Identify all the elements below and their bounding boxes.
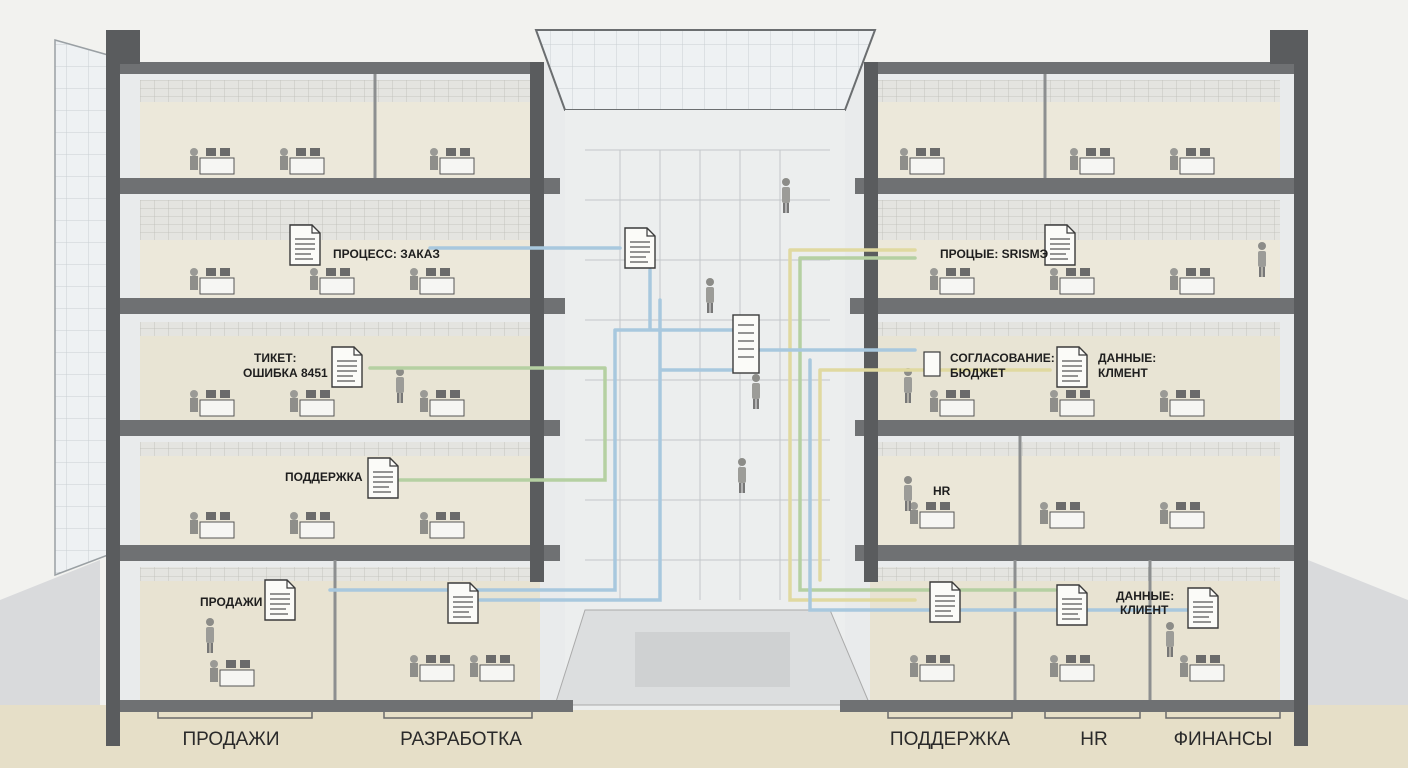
document-icon-hub: [732, 314, 760, 374]
label-process-order: ПРОЦЕСС: ЗАКАЗ: [333, 247, 440, 261]
left-facade-glass: [54, 39, 109, 577]
document-icon-sales: [264, 579, 296, 621]
label-ticket-line1: ТИКЕТ:: [254, 351, 296, 365]
room-dividers: [333, 74, 1152, 700]
label-process-right: ПРОЦЫЕ: SRISMЭ: [940, 247, 1049, 261]
label-client-data-line1: ДАННЫЕ:: [1098, 351, 1156, 365]
outer-columns: [106, 30, 1308, 746]
document-icon-support: [367, 457, 399, 499]
department-label-sales: ПРОДАЖИ: [182, 729, 279, 750]
label-client-data-line2: КЛМЕНТ: [1098, 366, 1148, 380]
document-icon-dev: [447, 582, 479, 624]
department-brackets: [157, 712, 1281, 719]
atrium-mat: [635, 632, 790, 687]
document-icon-hr-lower: [1056, 584, 1088, 626]
document-icon-support-lower: [929, 581, 961, 623]
label-approval-line2: БЮДЖЕТ: [950, 366, 1006, 380]
label-approval-line1: СОГЛАСОВАНИЕ:: [950, 351, 1055, 365]
document-icon-approval: [923, 351, 941, 377]
document-icon-client-data: [1056, 346, 1088, 388]
department-label-finance: ФИНАНСЫ: [1174, 729, 1273, 750]
label-support: ПОДДЕРЖКА: [285, 470, 363, 484]
document-icon-finance: [1187, 587, 1219, 629]
ground-base: [0, 705, 1408, 768]
label-hr: HR: [933, 484, 951, 498]
document-icon-center: [624, 227, 656, 269]
atrium-skylight: [534, 29, 877, 111]
department-label-development: РАЗРАБОТКА: [400, 729, 522, 750]
label-sales: ПРОДАЖИ: [200, 595, 262, 609]
department-label-hr: HR: [1080, 729, 1107, 750]
document-icon-ticket: [331, 346, 363, 388]
document-icon-order: [289, 224, 321, 266]
label-ticket-line2: ОШИБКА 8451: [243, 366, 328, 380]
document-icon-right-process: [1044, 224, 1076, 266]
floor-slabs: [108, 62, 1308, 712]
label-client-data2-line1: ДАННЫЕ:: [1116, 589, 1174, 603]
label-client-data2-line2: КЛИЕНТ: [1120, 603, 1169, 617]
department-label-support: ПОДДЕРЖКА: [890, 729, 1010, 750]
